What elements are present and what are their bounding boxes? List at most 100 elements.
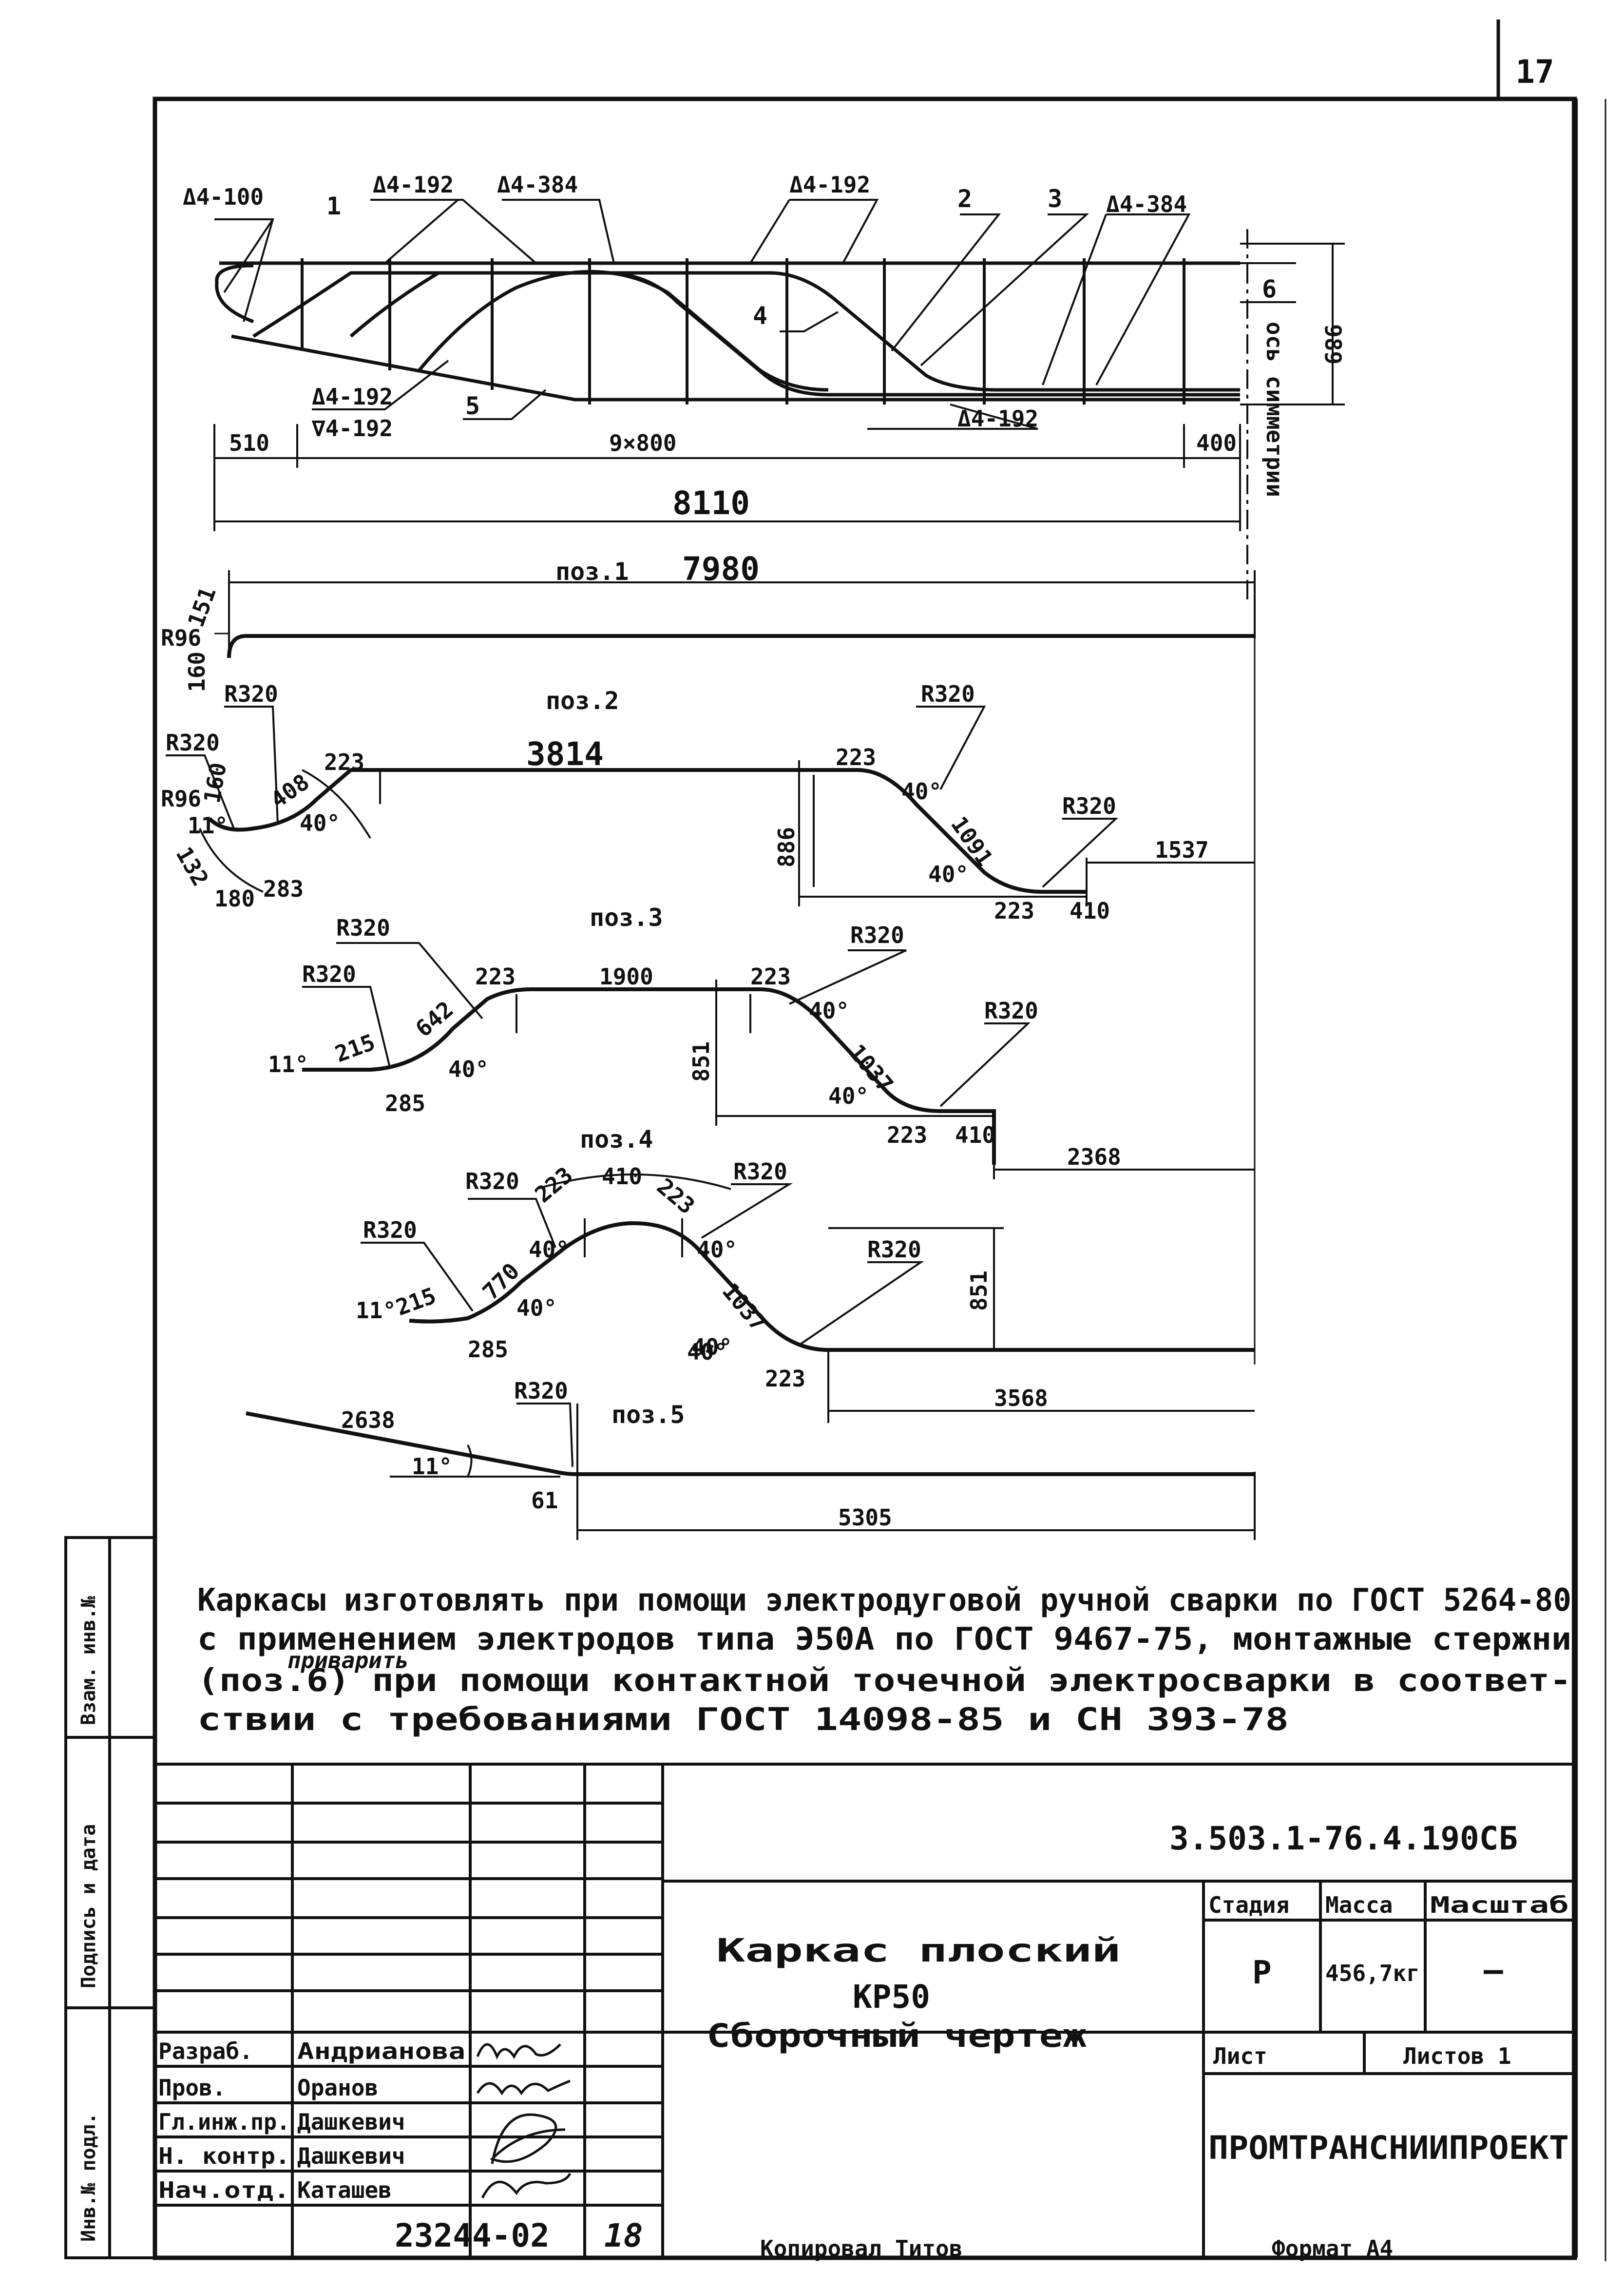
pos4-dim: 215	[392, 1282, 439, 1321]
assembly-right-dims	[1240, 229, 1345, 604]
pos2-dim: 283	[263, 876, 304, 902]
pos2-dim: 410	[1070, 898, 1110, 924]
weld-label: Δ4-192	[957, 405, 1038, 432]
pos3-dim: 1900	[599, 963, 653, 990]
pos2-dim: 132	[171, 843, 213, 891]
pos4-dim: 40°	[529, 1236, 569, 1263]
pos2-dim: 180	[214, 885, 255, 912]
scale-value: —	[1484, 1951, 1503, 1989]
technical-notes: Каркасы изготовлять при помощи электроду…	[197, 1582, 1571, 1738]
assembly-labels: Δ4-100 Δ4-192 Δ4-384 Δ4-192 Δ4-384 Δ4-19…	[183, 172, 1346, 522]
title-line-2: КР50	[853, 1978, 930, 2016]
dim-total: 8110	[672, 484, 750, 522]
pos1-dim: 160	[184, 652, 210, 692]
pos5-dim: 2638	[341, 1407, 395, 1433]
pos5-dim: 11°	[412, 1453, 452, 1480]
pos3-dim: 851	[688, 1041, 714, 1082]
col-mass: Масса	[1325, 1892, 1393, 1918]
page-mark: 18	[604, 2217, 643, 2254]
pos4-dim: R320	[465, 1168, 519, 1194]
pos2-title: поз.2	[546, 687, 619, 715]
pos3-dim: 215	[331, 1029, 379, 1067]
pos3-dim: 40°	[448, 1056, 489, 1082]
dim-height: 989	[1320, 324, 1346, 365]
signatures	[476, 2043, 572, 2199]
pos5-dim: 61	[531, 1487, 558, 1514]
axis-of-symmetry-label: ось симметрии	[1261, 322, 1288, 497]
weld-label: Δ4-192	[312, 384, 393, 410]
archive-number: 23244-02	[395, 2217, 550, 2254]
copied-by: Копировал Титов	[760, 2235, 962, 2262]
dim-right: 400	[1196, 430, 1237, 456]
pos2-dim: 3814	[526, 735, 604, 773]
pos3-dim: 40°	[809, 998, 849, 1024]
title-line-3: Сборочный чертеж	[707, 2017, 1087, 2055]
position-mark: 1	[326, 192, 341, 220]
pos2-dim: R320	[1062, 793, 1116, 819]
position-mark: 6	[1262, 275, 1277, 303]
pos3-dim: 11°	[268, 1051, 308, 1077]
pos4-dim: R320	[867, 1236, 921, 1263]
pos4-dim: 3568	[994, 1385, 1048, 1411]
bottom-annotations: 23244-02 18 Копировал Титов Формат А4	[395, 2217, 1393, 2262]
assembly-bottom-dims	[213, 424, 1241, 531]
pos4-dim: 11°	[356, 1297, 396, 1324]
col-scale: Масштаб	[1430, 1892, 1569, 1918]
pos4-dim: 1037	[717, 1278, 772, 1336]
pos2-dim: 11°	[188, 812, 228, 839]
sheets-label: Листов 1	[1403, 2043, 1511, 2069]
role-name: Дашкевич	[297, 2109, 405, 2135]
bent-bar-pos4	[418, 269, 829, 392]
pos5-dim: R320	[514, 1378, 568, 1404]
side-stamp-vzam: Взам. инв.№	[77, 1596, 100, 1725]
pos3-dim: R320	[850, 922, 904, 948]
pos4-dim: R320	[733, 1158, 787, 1185]
pos3-dim: 642	[410, 996, 458, 1042]
pos3-dim: R320	[336, 915, 390, 941]
weld-label: Δ4-384	[1106, 191, 1187, 217]
note-line: ствии с требованиями ГОСТ 14098-85 и СН …	[197, 1702, 1289, 1738]
pos2-dim: 886	[773, 827, 800, 867]
pos2-dim: R320	[166, 730, 220, 756]
note-line: Каркасы изготовлять при помощи электроду…	[197, 1582, 1571, 1618]
assembly-view	[213, 199, 1345, 604]
pos4-dim: 410	[602, 1163, 642, 1190]
side-stamp	[64, 1536, 156, 2259]
role-label: Н. контр.	[158, 2143, 290, 2169]
pos5-detail	[246, 1403, 1256, 1540]
pos1-title: поз.1	[555, 558, 629, 586]
stage-value: Р	[1252, 1954, 1272, 1991]
title-line-1: Каркас плоский	[716, 1932, 1121, 1969]
pos3-dim: 223	[475, 963, 516, 990]
pos4-dim: 285	[468, 1336, 508, 1363]
pos3-title: поз.3	[590, 904, 663, 932]
pos3-dim: R320	[984, 998, 1038, 1024]
note-line: (поз.6) при помощи контактной точечной э…	[197, 1663, 1571, 1699]
note-insert: приварить	[287, 1647, 409, 1673]
pos2-dim: 40°	[901, 778, 942, 805]
pos4-dim: 40°	[692, 1334, 732, 1360]
pos1-length: 7980	[682, 550, 760, 588]
weld-label: Δ4-192	[373, 172, 454, 198]
pos4-dim: 223	[765, 1366, 805, 1392]
pos3-dim: 285	[385, 1090, 425, 1116]
position-mark: 5	[465, 392, 480, 420]
pos5-labels: поз.5 2638 R320 11° 61 5305	[341, 1378, 892, 1531]
role-label: Нач.отд.	[158, 2177, 290, 2203]
position-mark: 3	[1048, 185, 1062, 213]
end-hook	[215, 264, 254, 324]
pos3-dim: 2368	[1067, 1144, 1121, 1170]
position-mark: 4	[753, 302, 767, 330]
weld-label: Δ4-100	[183, 184, 264, 210]
role-label: Разраб.	[158, 2038, 253, 2064]
dim-left: 510	[229, 430, 269, 456]
role-name: Дашкевич	[297, 2143, 405, 2169]
title-block-roles: Разраб. Андрианова Пров. Оранов Гл.инж.п…	[158, 2038, 465, 2203]
weld-label: Δ4-192	[789, 172, 870, 198]
pos3-detail	[302, 942, 1255, 1179]
position-mark: 2	[957, 185, 972, 213]
pos2-detail	[166, 706, 1255, 906]
organization: ПРОМТРАНСНИИПРОЕКТ	[1208, 2129, 1569, 2167]
pos2-dim: 40°	[300, 810, 340, 836]
pos1-detail	[214, 570, 1256, 1365]
